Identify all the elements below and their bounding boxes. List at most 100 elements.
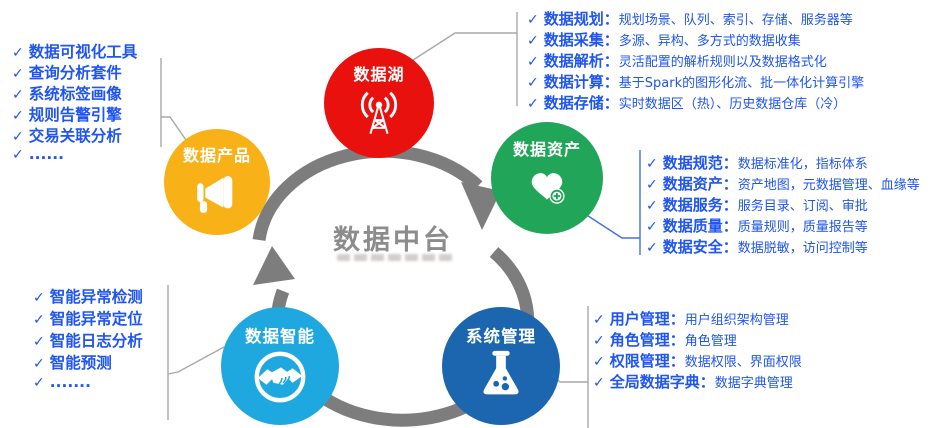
check-icon: ✓ <box>593 333 605 349</box>
node-data-lake: 数据湖 <box>324 48 434 158</box>
list-item: ✓智能异常检测 <box>33 285 143 307</box>
feature-label: 智能异常检测 <box>49 288 143 306</box>
list-item: ✓系统标签画像 <box>12 82 137 103</box>
check-icon: ✓ <box>593 354 605 370</box>
feature-desc: 数据权限、界面权限 <box>684 355 802 370</box>
feature-desc: 资产地图，元数据管理、血缘等 <box>737 178 920 193</box>
check-icon: ✓ <box>33 334 45 350</box>
list-item: ✓查询分析套件 <box>12 61 137 82</box>
check-icon: ✓ <box>593 375 605 391</box>
check-icon: ✓ <box>33 312 45 328</box>
broadcast-tower-icon <box>360 91 398 134</box>
feature-desc: 服务目录、订阅、审批 <box>737 199 868 214</box>
watermark-blurred-text <box>337 254 455 261</box>
feature-label: 数据解析： <box>543 52 619 70</box>
feature-label: 数据采集： <box>543 31 619 49</box>
feature-label: 查询分析套件 <box>28 64 122 82</box>
list-item: ✓权限管理：数据权限、界面权限 <box>593 350 802 371</box>
heart-plus-icon <box>531 173 565 204</box>
list-item: ✓全局数据字典：数据字典管理 <box>593 371 802 392</box>
data-lake-feature-list: ✓数据规划：规划场景、队列、索引、存储、服务器等 ✓数据采集：多源、异构、多方式… <box>527 8 864 113</box>
feature-label: 权限管理： <box>609 352 685 370</box>
list-item: ✓...... <box>12 145 137 166</box>
feature-label: 数据规划： <box>543 10 619 28</box>
feature-desc: 用户组织架构管理 <box>684 313 789 328</box>
check-icon: ✓ <box>527 33 539 49</box>
list-item: ✓数据质量：质量规则，质量报告等 <box>646 215 920 236</box>
feature-desc: 多源、异构、多方式的数据收集 <box>618 34 801 49</box>
check-icon: ✓ <box>527 54 539 70</box>
list-item: ✓数据服务：服务目录、订阅、审批 <box>646 194 920 215</box>
feature-label: 数据规范： <box>662 154 738 172</box>
feature-label: 数据安全： <box>662 238 738 256</box>
connector-data-product <box>160 58 187 147</box>
data-asset-feature-list: ✓数据规范：数据标准化，指标体系 ✓数据资产：资产地图，元数据管理、血缘等 ✓数… <box>646 152 920 257</box>
feature-desc: 规划场景、队列、索引、存储、服务器等 <box>618 13 853 28</box>
node-label: 数据产品 <box>182 146 251 165</box>
flask-icon <box>483 350 519 395</box>
check-icon: ✓ <box>33 290 45 306</box>
list-item: ✓角色管理：角色管理 <box>593 329 802 350</box>
cycle-arrow-top <box>252 144 483 241</box>
list-item: ✓....... <box>33 373 143 395</box>
connector-data-asset <box>581 150 641 255</box>
check-icon: ✓ <box>646 177 658 193</box>
node-data-product: 数据产品 <box>164 129 270 235</box>
feature-label: 数据存储： <box>543 94 619 112</box>
check-icon: ✓ <box>646 198 658 214</box>
data-product-feature-list: ✓数据可视化工具 ✓查询分析套件 ✓系统标签画像 ✓规则告警引擎 ✓交易关联分析… <box>12 40 137 166</box>
feature-label: 智能预测 <box>49 354 112 372</box>
list-item: ✓智能日志分析 <box>33 329 143 351</box>
list-item: ✓数据安全：数据脱敏，访问控制等 <box>646 236 920 257</box>
cycle-arrow-bottom-head <box>253 246 295 285</box>
list-item: ✓交易关联分析 <box>12 124 137 145</box>
check-icon: ✓ <box>12 129 24 145</box>
feature-label: 数据计算： <box>543 73 619 91</box>
feature-label: 智能异常定位 <box>49 310 143 328</box>
data-intelligence-feature-list: ✓智能异常检测 ✓智能异常定位 ✓智能日志分析 ✓智能预测 ✓....... <box>33 285 143 395</box>
feature-label: ...... <box>28 145 65 163</box>
check-icon: ✓ <box>527 75 539 91</box>
list-item: ✓用户管理：用户组织架构管理 <box>593 308 802 329</box>
list-item: ✓数据可视化工具 <box>12 40 137 61</box>
node-label: 数据资产 <box>512 140 581 159</box>
feature-desc: 质量规则，质量报告等 <box>737 220 868 235</box>
list-item: ✓规则告警引擎 <box>12 103 137 124</box>
feature-label: 全局数据字典： <box>609 373 715 391</box>
check-icon: ✓ <box>12 66 24 82</box>
feature-label: 系统标签画像 <box>28 85 122 103</box>
node-system-management: 系统管理 <box>442 307 560 425</box>
node-data-intelligence: 数据智能 <box>221 307 339 425</box>
list-item: ✓数据规划：规划场景、队列、索引、存储、服务器等 <box>527 8 864 29</box>
check-icon: ✓ <box>646 156 658 172</box>
check-icon: ✓ <box>527 96 539 112</box>
connector-data-lake <box>409 12 518 106</box>
feature-desc: 实时数据区（热）、历史数据仓库（冷） <box>618 97 847 112</box>
megaphone-icon <box>197 176 233 213</box>
check-icon: ✓ <box>33 356 45 372</box>
check-icon: ✓ <box>593 312 605 328</box>
feature-label: 规则告警引擎 <box>28 106 122 124</box>
feature-label: 数据资产： <box>662 175 738 193</box>
feature-label: 角色管理： <box>609 331 685 349</box>
connector-data-intelligence <box>167 285 225 420</box>
check-icon: ✓ <box>646 219 658 235</box>
check-icon: ✓ <box>12 108 24 124</box>
feature-desc: 角色管理 <box>684 334 737 349</box>
check-icon: ✓ <box>527 12 539 28</box>
feature-label: ....... <box>49 373 91 391</box>
feature-label: 数据可视化工具 <box>28 43 138 61</box>
list-item: ✓数据资产：资产地图，元数据管理、血缘等 <box>646 173 920 194</box>
center-title: 数据中台 <box>333 225 453 256</box>
feature-label: 交易关联分析 <box>28 127 122 145</box>
feature-desc: 数据标准化，指标体系 <box>737 157 868 172</box>
feature-label: 数据质量： <box>662 217 738 235</box>
list-item: ✓数据采集：多源、异构、多方式的数据收集 <box>527 29 864 50</box>
check-icon: ✓ <box>12 45 24 61</box>
feature-desc: 数据字典管理 <box>714 376 793 391</box>
feature-label: 数据服务： <box>662 196 738 214</box>
feature-desc: 数据脱敏，访问控制等 <box>737 241 868 256</box>
feature-label: 用户管理： <box>609 310 685 328</box>
